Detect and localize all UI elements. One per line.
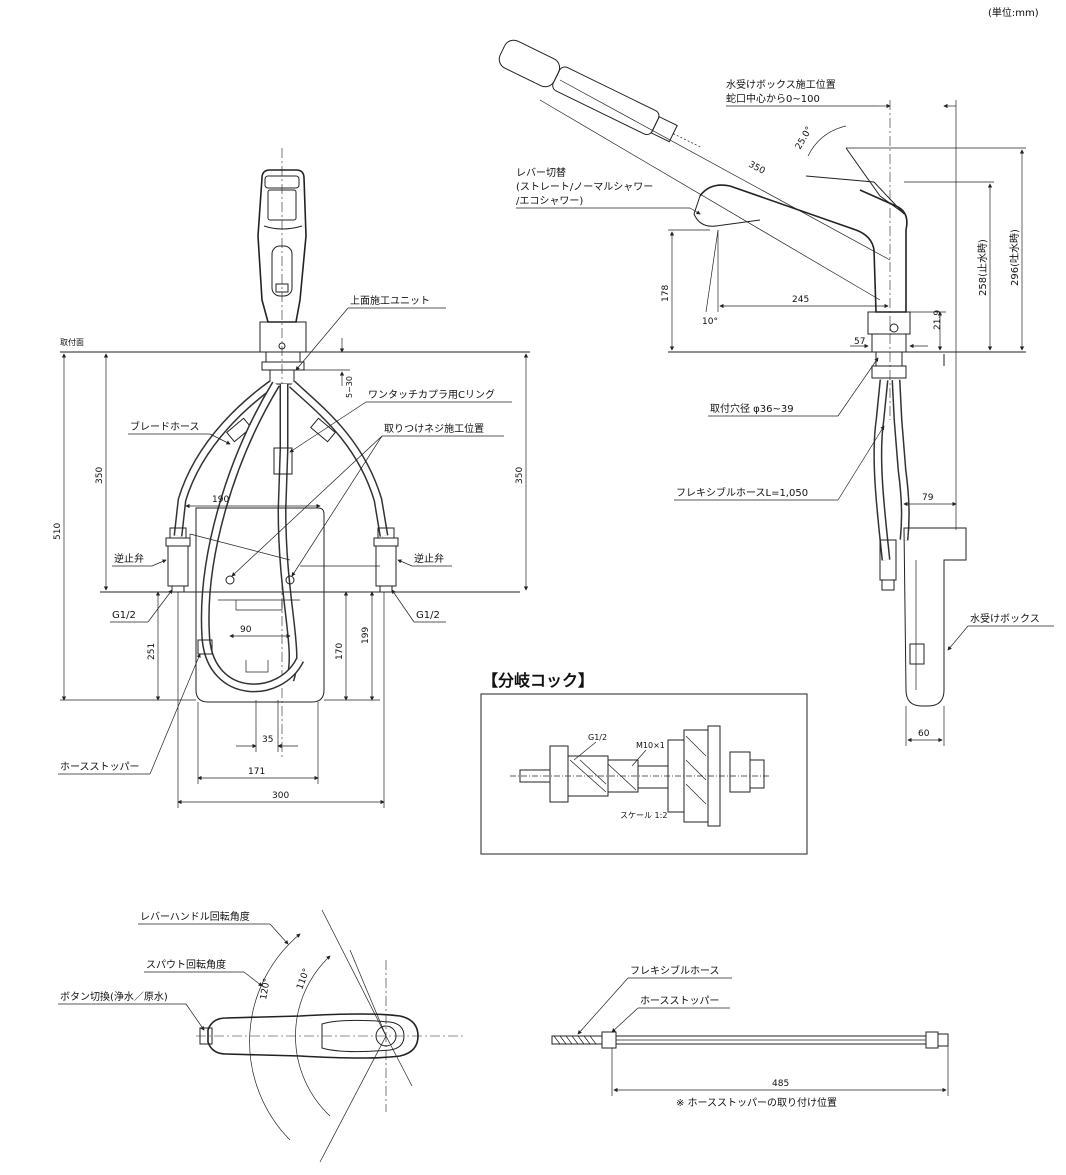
check-valve-left-part <box>165 527 191 593</box>
label-lever-rotation: レバーハンドル回転角度 <box>140 910 250 923</box>
dim-90: 90 <box>240 625 252 635</box>
label-mount-surface: 取付面 <box>60 337 84 347</box>
label-top-unit: 上面施工ユニット <box>350 294 430 307</box>
label-g12-right: G1/2 <box>416 610 440 621</box>
label-flex-hose-side: フレキシブルホースL=1,050 <box>676 486 808 499</box>
hose-view: フレキシブルホース ホースストッパー 485 ※ ホースストッパーの取り付け位置 <box>551 964 949 1109</box>
label-c-ring: ワンタッチカプラ用Cリング <box>368 388 495 401</box>
label-lever-1: レバー切替 <box>516 166 566 179</box>
label-lever-2: (ストレート/ノーマルシャワー <box>516 182 653 193</box>
front-view: 取付面 上面施工ユニット 5~30 <box>53 148 530 808</box>
label-flex-hose-hose: フレキシブルホース <box>630 964 720 977</box>
dim-5-30: 5~30 <box>345 376 354 398</box>
label-braid-hose: ブレードホース <box>130 420 200 433</box>
angle-120: 120° <box>259 977 273 1000</box>
label-screw-position: 取りつけネジ施工位置 <box>384 422 484 435</box>
dim-57: 57 <box>854 337 865 347</box>
dim-190: 190 <box>212 495 229 505</box>
label-g12-left: G1/2 <box>112 610 136 621</box>
top-view: レバーハンドル回転角度 スパウト回転角度 ボタン切換(浄水／原水) 120° 1… <box>58 909 466 1163</box>
label-spout-rotation: スパウト回転角度 <box>146 958 226 971</box>
faucet-front-body <box>257 169 307 385</box>
check-valve-right-part <box>373 527 399 593</box>
dim-296: 296(吐水時) <box>1009 229 1021 286</box>
angle-25: 25.0° <box>794 125 815 151</box>
dim-60: 60 <box>918 729 930 739</box>
dim-21-9: 21.9 <box>933 310 943 330</box>
label-check-valve-right: 逆止弁 <box>414 552 444 565</box>
label-box-position-2: 蛇口中心から0~100 <box>726 92 820 105</box>
branch-cock-m10: M10×1 <box>636 741 665 750</box>
label-lever-3: /エコシャワー) <box>516 196 583 207</box>
angle-10: 10° <box>702 317 718 327</box>
label-hose-stopper-front: ホースストッパー <box>60 761 140 773</box>
dim-245: 245 <box>792 295 809 305</box>
dim-300: 300 <box>272 791 289 801</box>
label-hose-stopper-hose: ホースストッパー <box>640 995 720 1007</box>
label-box-position-1: 水受けボックス施工位置 <box>726 78 836 91</box>
pulled-head <box>498 39 701 148</box>
angle-110: 110° <box>295 967 312 991</box>
dim-485: 485 <box>772 1079 789 1089</box>
branch-cock-section: 【分岐コック】 G1/2 M10×1 スケール 1:2 <box>480 671 808 855</box>
dim-79: 79 <box>922 493 934 503</box>
label-check-valve-left: 逆止弁 <box>114 552 144 565</box>
dim-251: 251 <box>147 643 157 660</box>
dim-350-left: 350 <box>95 467 105 484</box>
dim-350-side: 350 <box>747 160 767 177</box>
dim-35: 35 <box>262 735 273 745</box>
dim-199: 199 <box>361 627 371 644</box>
side-view: 水受けボックス施工位置 蛇口中心から0~100 350 25.0° レバー切替 … <box>498 39 1054 746</box>
dim-178: 178 <box>661 285 671 302</box>
branch-cock-g12: G1/2 <box>588 733 607 742</box>
branch-cock-scale: スケール 1:2 <box>620 811 667 820</box>
label-button-switch: ボタン切換(浄水／原水) <box>60 990 168 1003</box>
label-water-box: 水受けボックス <box>970 613 1040 625</box>
dim-258: 258(止水時) <box>977 239 989 296</box>
hose-stopper-note: ※ ホースストッパーの取り付け位置 <box>676 1096 837 1109</box>
dim-350-right: 350 <box>515 467 525 484</box>
label-mount-hole: 取付穴径 φ36~39 <box>710 402 794 415</box>
branch-cock-part <box>510 725 770 827</box>
dim-510: 510 <box>53 523 63 540</box>
dim-170: 170 <box>335 643 345 660</box>
branch-cock-title: 【分岐コック】 <box>482 671 594 690</box>
unit-note: (単位:mm) <box>988 6 1039 19</box>
dim-171: 171 <box>248 767 265 777</box>
